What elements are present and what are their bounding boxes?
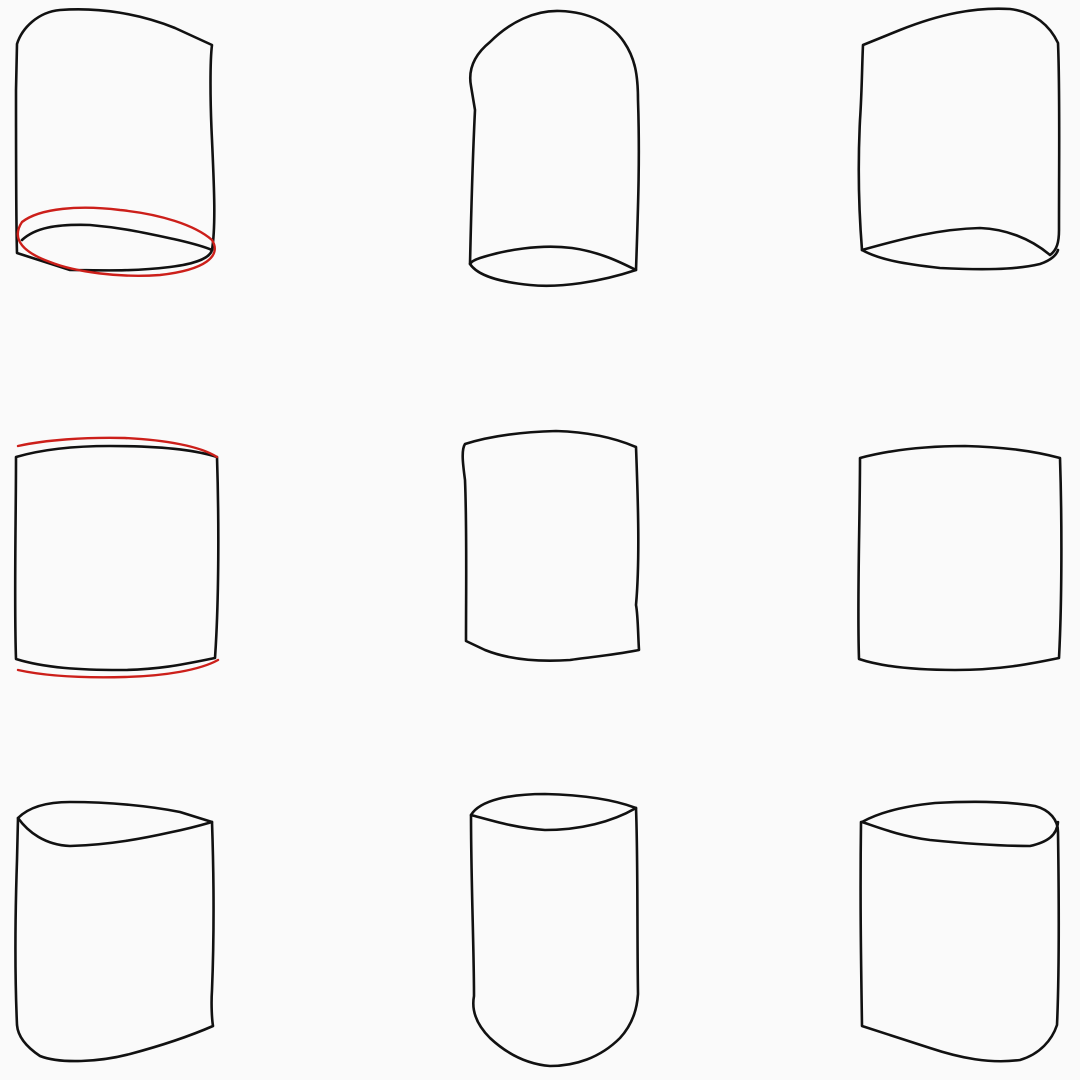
outline (857, 444, 1063, 672)
outline (13, 444, 220, 672)
bottom-ellipse-front (860, 248, 1060, 271)
figure-r3c3 (859, 800, 1060, 1063)
highlight-top-arc (16, 436, 219, 459)
outline (859, 800, 1060, 1063)
outline (468, 9, 641, 272)
top-ellipse-front (860, 820, 1060, 848)
figure-r1c1 (14, 8, 216, 277)
outline (461, 429, 641, 662)
outline (857, 7, 1061, 257)
figure-r2c3 (857, 444, 1063, 672)
highlight-ellipse (16, 206, 216, 277)
figure-r3c1 (14, 800, 215, 1063)
bottom-ellipse-front (468, 262, 638, 288)
inner-ellipse-back (20, 223, 214, 252)
top-ellipse-front (16, 816, 214, 848)
figure-r2c1 (13, 436, 220, 679)
outline (14, 800, 215, 1063)
top-ellipse-front (469, 806, 638, 832)
figure-r2c2 (461, 429, 641, 662)
highlight-bottom-arc (16, 658, 220, 679)
figure-r3c2 (469, 792, 640, 1068)
outline (469, 792, 640, 1068)
figure-r1c3 (857, 7, 1061, 271)
outline (14, 8, 216, 272)
figure-r1c2 (468, 9, 641, 288)
